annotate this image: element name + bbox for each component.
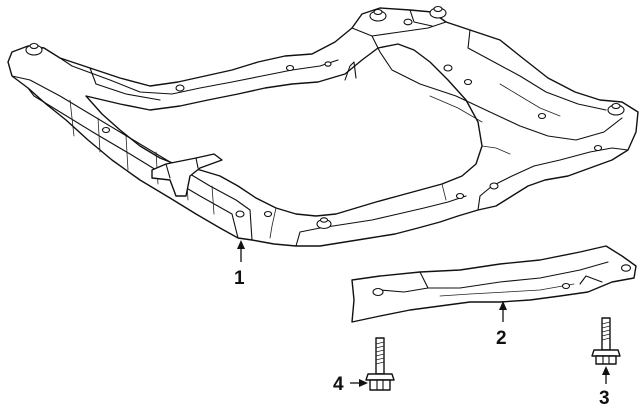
front-subframe [7, 5, 639, 247]
front-rail-edge [11, 75, 253, 241]
subframe-center-opening [85, 43, 483, 217]
rear-crossmember-ridge [351, 21, 447, 37]
front-bracket [151, 153, 223, 197]
callout-1-label: 1 [234, 268, 245, 289]
left-arm-edge [59, 57, 339, 95]
callout-3-label: 3 [599, 388, 610, 407]
frame-holes [101, 18, 603, 218]
callout-4-label: 4 [333, 374, 344, 395]
brace-plate [351, 245, 637, 323]
callout-4: 4 [333, 374, 368, 395]
mount-bushing-rear-right [429, 5, 447, 19]
bolt-4 [365, 337, 395, 391]
mount-bushing-rear-left [369, 8, 387, 22]
mount-bushing-front-right [607, 102, 625, 116]
mount-bushing-front-left [25, 42, 43, 56]
brace-plate-body [351, 245, 637, 323]
callout-3: 3 [599, 366, 610, 407]
mount-bushing-center-front [316, 217, 332, 230]
callout-1: 1 [234, 240, 245, 289]
callout-2: 2 [496, 301, 507, 349]
bolt-3 [591, 317, 621, 365]
callout-2-label: 2 [496, 328, 507, 349]
